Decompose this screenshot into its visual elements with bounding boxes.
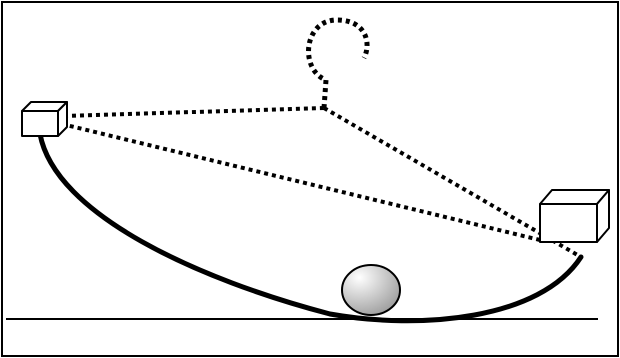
cord-small-to-hanger <box>64 108 324 116</box>
curved-track <box>40 134 581 321</box>
dotted-cords <box>62 108 581 257</box>
large-box <box>540 190 609 242</box>
small-box <box>22 102 67 136</box>
ball <box>342 265 400 315</box>
small-box-front <box>22 111 58 136</box>
hanger-hook <box>309 20 368 108</box>
cord-small-to-large <box>62 124 540 240</box>
large-box-front <box>540 204 597 242</box>
